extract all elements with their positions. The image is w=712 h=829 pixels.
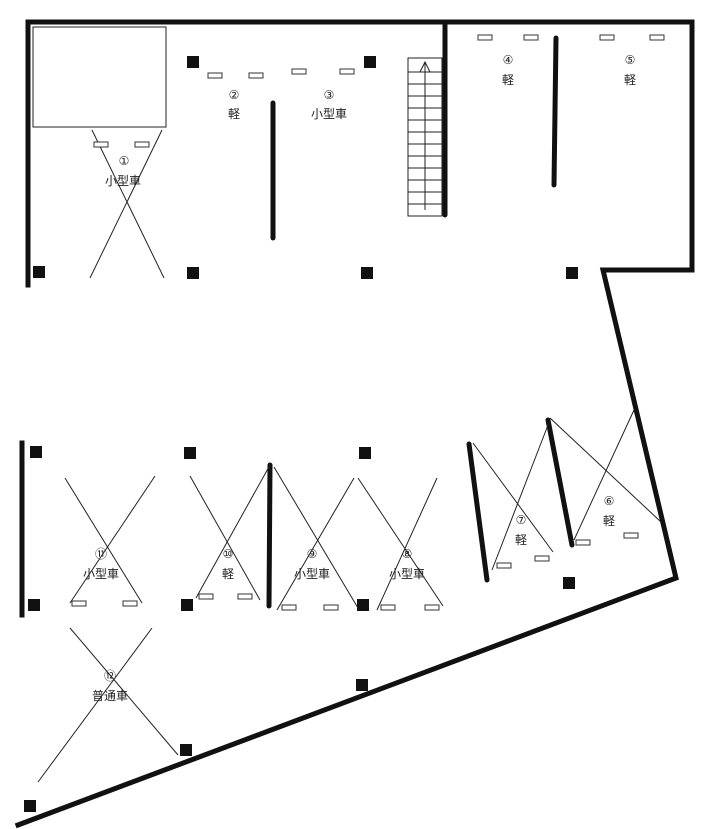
space-6-cross [549,417,662,523]
wheel-stop [207,72,223,79]
space-6-number: ⑥ [604,494,615,508]
pillar [364,56,376,68]
space-2-number: ② [229,88,240,102]
wheel-stop [599,34,615,41]
wheel-stop [248,72,264,79]
storage-area [32,26,167,128]
wheel-stop [93,141,109,148]
wheel-stop [122,600,138,607]
space-7-type: 軽 [515,533,527,547]
space-labels: ① 小型車 ② 軽 ③ 小型車 ④ 軽 ⑤ 軽 ⑥ 軽 ⑦ 軽 ⑧ 小型車 ⑨ … [83,53,636,703]
space-1-cross [89,129,163,279]
wheel-stop [339,68,355,75]
space-6-cross [573,409,635,541]
space-4-type: 軽 [502,73,514,87]
wheel-stop [281,604,297,611]
pillar [356,679,368,691]
pillar [180,744,192,756]
pillar [24,800,36,812]
space-12-cross [69,627,179,756]
wheel-stop [477,34,493,41]
divider-6-7 [545,417,575,548]
space-10-cross [189,475,261,601]
pillar [187,56,199,68]
pillar [187,267,199,279]
pillar [359,447,371,459]
space-10-number: ⑩ [223,547,234,561]
space-11-number: ⑪ [95,547,107,561]
wheel-stop [323,604,339,611]
space-3-number: ③ [324,88,335,102]
space-8-cross [357,477,444,607]
pillars [24,56,578,812]
space-3-type: 小型車 [311,107,347,121]
staircase [407,57,443,217]
space-6-type: 軽 [603,514,615,528]
space-12-number: ⑫ [104,669,116,683]
space-9-type: 小型車 [294,567,330,581]
wheel-stop [523,34,539,41]
wheel-stop [291,68,307,75]
wheel-stop [134,141,150,148]
space-12-cross [37,627,153,783]
space-4-number: ④ [503,53,514,67]
divider-9-10 [266,462,273,609]
wheel-stop [649,34,665,41]
space-10-cross [195,464,271,599]
space-5-number: ⑤ [625,53,636,67]
wheel-stop [198,593,214,600]
wheel-stop [380,604,396,611]
space-5-type: 軽 [624,73,636,87]
divider-7-left [466,441,490,583]
pillar [361,267,373,279]
space-11-cross [64,477,143,604]
space-8-cross [376,477,438,611]
pillar [28,599,40,611]
wheel-stop [237,593,253,600]
pillar [566,267,578,279]
pillar [181,599,193,611]
pillar [357,599,369,611]
space-12-type: 普通車 [92,689,128,703]
wheel-stop [424,604,440,611]
space-9-number: ⑨ [307,547,318,561]
wheel-stop [534,555,550,562]
space-1-number: ① [119,154,130,168]
space-9-cross [273,466,359,609]
space-7-cross [491,424,549,571]
pillar [563,577,575,589]
divider-4-5 [551,35,559,188]
wheel-stops [71,34,665,611]
space-2-type: 軽 [228,107,240,121]
pillar [30,446,42,458]
wheel-stop [575,539,591,546]
space-9-cross [276,477,355,611]
space-1-cross [91,129,165,279]
space-10-type: 軽 [222,567,234,581]
space-1-type: 小型車 [105,174,141,188]
pillar [184,447,196,459]
space-8-number: ⑧ [402,547,413,561]
space-7-number: ⑦ [516,513,527,527]
space-11-cross [69,475,156,604]
space-7-cross [472,442,554,553]
space-cross-marks [37,129,662,783]
pillar [33,266,45,278]
outer-wall-top [14,19,695,829]
space-11-type: 小型車 [83,567,119,581]
wheel-stop [496,562,512,569]
wheel-stop [71,600,87,607]
wheel-stop [623,532,639,539]
space-8-type: 小型車 [389,567,425,581]
